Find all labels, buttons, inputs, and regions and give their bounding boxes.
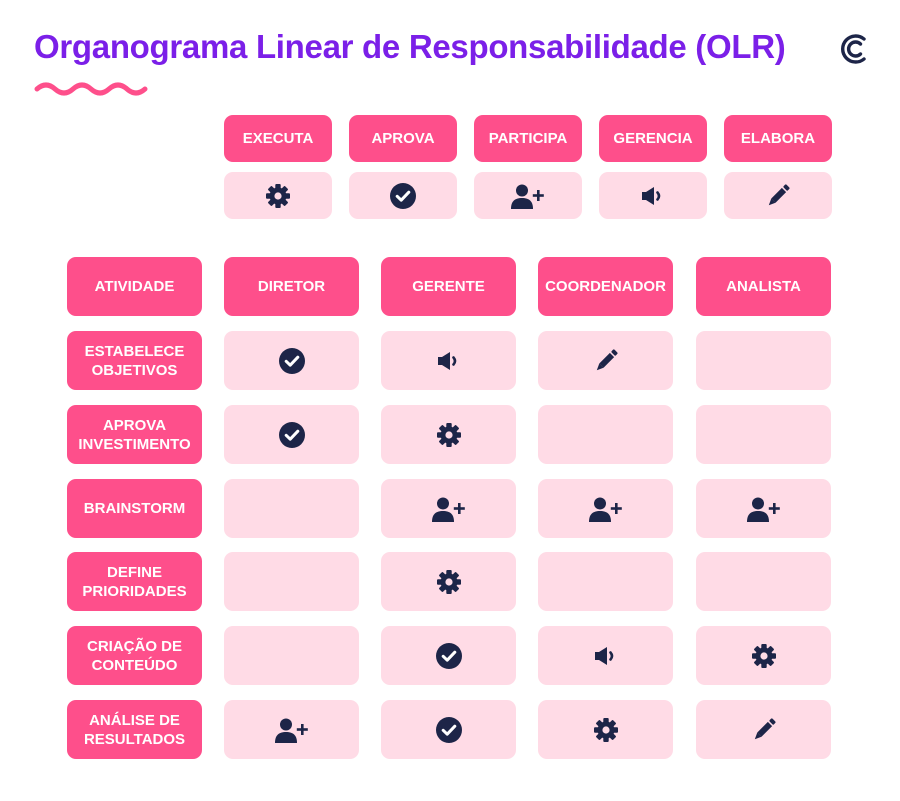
activity-column-header-text: ATIVIDADE: [94, 278, 175, 295]
legend-icon-cell: [474, 172, 582, 219]
legend-icon-cell: [599, 172, 707, 219]
check-circle-icon: [278, 347, 306, 375]
matrix-cell: [224, 552, 359, 611]
gear-icon: [436, 422, 462, 448]
matrix-cell: [538, 552, 673, 611]
legend-label: APROVA: [349, 115, 457, 162]
activity-row-label-text: ANÁLISE DE RESULTADOS: [83, 711, 186, 748]
activity-row-label: DEFINE PRIORIDADES: [67, 552, 202, 611]
matrix-cell: [224, 700, 359, 759]
brand-logo-icon: [841, 34, 866, 64]
matrix-cell: [538, 331, 673, 390]
pencil-icon: [592, 347, 620, 375]
role-column-header-text: DIRETOR: [257, 278, 326, 295]
role-column-header: DIRETOR: [224, 257, 359, 316]
legend-label-text: EXECUTA: [242, 130, 314, 147]
legend-label-text: APROVA: [371, 130, 435, 147]
activity-row-label: ESTABELECE OBJETIVOS: [67, 331, 202, 390]
user-plus-icon: [431, 496, 466, 522]
role-column-header-text: ANALISTA: [726, 278, 801, 295]
gear-icon: [751, 643, 777, 669]
matrix-cell: [224, 626, 359, 685]
matrix-cell: [696, 405, 831, 464]
legend-label-text: ELABORA: [740, 130, 816, 147]
pencil-icon: [750, 716, 778, 744]
matrix-cell: [696, 626, 831, 685]
legend-icon-cell: [724, 172, 832, 219]
activity-row-label-text: APROVA INVESTIMENTO: [78, 416, 191, 453]
legend-label: PARTICIPA: [474, 115, 582, 162]
legend-label: EXECUTA: [224, 115, 332, 162]
matrix-cell: [696, 479, 831, 538]
role-column-header: COORDENADOR: [538, 257, 673, 316]
activity-row-label: BRAINSTORM: [67, 479, 202, 538]
activity-row-label: ANÁLISE DE RESULTADOS: [67, 700, 202, 759]
matrix-cell: [538, 479, 673, 538]
matrix-cell: [696, 700, 831, 759]
speaker-icon: [594, 645, 618, 667]
matrix-cell: [381, 331, 516, 390]
matrix-cell: [224, 331, 359, 390]
matrix-cell: [381, 626, 516, 685]
user-plus-icon: [274, 717, 309, 743]
check-circle-icon: [389, 182, 417, 210]
role-column-header-text: COORDENADOR: [545, 278, 666, 295]
legend-label-text: GERENCIA: [613, 130, 693, 147]
gear-icon: [436, 569, 462, 595]
legend-label-text: PARTICIPA: [488, 130, 568, 147]
matrix-cell: [381, 552, 516, 611]
matrix-cell: [538, 700, 673, 759]
pencil-icon: [764, 182, 792, 210]
user-plus-icon: [746, 496, 781, 522]
squiggle-decoration: [34, 82, 148, 96]
legend-label: GERENCIA: [599, 115, 707, 162]
activity-row-label-text: ESTABELECE OBJETIVOS: [84, 342, 185, 379]
activity-row-label: APROVA INVESTIMENTO: [67, 405, 202, 464]
matrix-cell: [538, 626, 673, 685]
activity-row-label-text: CRIAÇÃO DE CONTEÚDO: [86, 637, 182, 674]
speaker-icon: [641, 185, 665, 207]
legend-label: ELABORA: [724, 115, 832, 162]
matrix-cell: [224, 479, 359, 538]
check-circle-icon: [435, 716, 463, 744]
role-column-header: ANALISTA: [696, 257, 831, 316]
activity-column-header: ATIVIDADE: [67, 257, 202, 316]
activity-row-label-text: DEFINE PRIORIDADES: [82, 563, 187, 600]
activity-row-label-text: BRAINSTORM: [83, 500, 186, 517]
page-title: Organograma Linear de Responsabilidade (…: [34, 28, 786, 65]
matrix-cell: [381, 405, 516, 464]
matrix-cell: [538, 405, 673, 464]
gear-icon: [265, 183, 291, 209]
activity-row-label: CRIAÇÃO DE CONTEÚDO: [67, 626, 202, 685]
check-circle-icon: [278, 421, 306, 449]
user-plus-icon: [588, 496, 623, 522]
check-circle-icon: [435, 642, 463, 670]
matrix-cell: [696, 552, 831, 611]
matrix-cell: [381, 700, 516, 759]
role-column-header: GERENTE: [381, 257, 516, 316]
legend-icon-cell: [349, 172, 457, 219]
speaker-icon: [437, 350, 461, 372]
gear-icon: [593, 717, 619, 743]
role-column-header-text: GERENTE: [412, 278, 485, 295]
matrix-cell: [224, 405, 359, 464]
user-plus-icon: [511, 183, 545, 209]
legend-icon-cell: [224, 172, 332, 219]
matrix-cell: [381, 479, 516, 538]
matrix-cell: [696, 331, 831, 390]
